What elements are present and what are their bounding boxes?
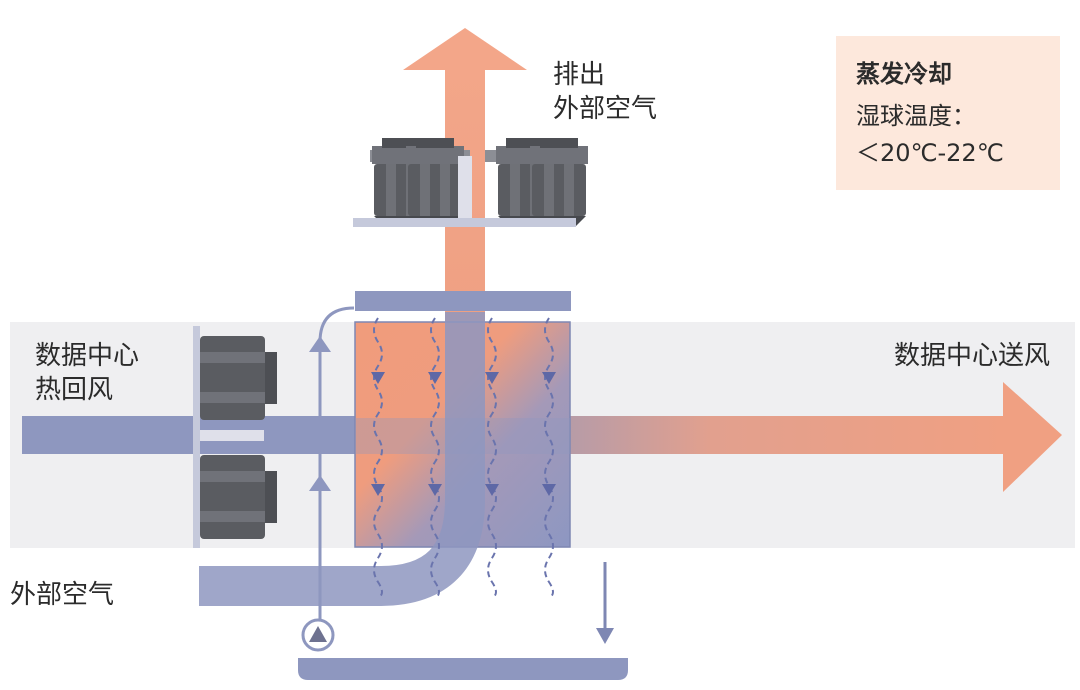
- drain-arrow: [596, 562, 614, 644]
- outside-air-label: 外部空气: [10, 580, 115, 610]
- info-title: 蒸发冷却: [856, 60, 952, 88]
- return-air-label-line1: 数据中心: [35, 341, 140, 371]
- pump-icon: [301, 618, 335, 652]
- wet-bulb-label: 湿球温度：: [856, 102, 976, 130]
- water-drop-arrows: [371, 372, 556, 496]
- evaporative-cooling-info-box: 蒸发冷却 湿球温度： ＜20℃-22℃: [836, 36, 1060, 190]
- outside-air-duct: [199, 312, 485, 606]
- water-distributor-top: [355, 291, 571, 311]
- return-air-label-line2: 热回风: [35, 375, 114, 405]
- left-fan-group: [193, 326, 277, 548]
- exhaust-label-line1: 排出: [553, 60, 606, 90]
- exhaust-label-line2: 外部空气: [553, 94, 658, 124]
- water-recirculation-pipe: [309, 306, 355, 626]
- water-basin: [298, 658, 628, 680]
- top-fan-group: [353, 138, 588, 227]
- wet-bulb-range: ＜20℃-22℃: [856, 139, 1004, 167]
- water-spray-lines: [373, 317, 554, 599]
- supply-air-label: 数据中心送风: [894, 341, 1051, 371]
